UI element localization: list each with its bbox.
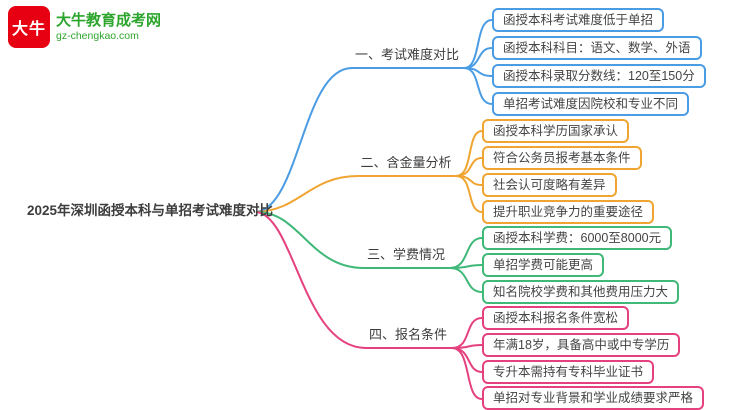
connector [451, 317, 483, 349]
branch-label-difficulty: 一、考试难度对比 [350, 46, 464, 69]
connector [449, 267, 483, 293]
mindmap-leaf: 函授本科学费：6000至8000元 [482, 226, 673, 250]
connector [463, 67, 493, 105]
mindmap-leaf: 单招学费可能更高 [482, 253, 605, 277]
mindmap-leaf: 函授本科考试难度低于单招 [492, 8, 665, 32]
mindmap-leaf: 函授本科学历国家承认 [482, 119, 630, 143]
branch-label-tuition: 三、学费情况 [362, 246, 450, 269]
connector [256, 211, 367, 349]
connector [451, 347, 483, 400]
mindmap-leaf: 单招考试难度因院校和专业不同 [492, 92, 690, 116]
mindmap-leaf: 单招对专业背景和学业成绩要求严格 [482, 386, 705, 410]
branch-label-value: 二、含金量分析 [356, 154, 456, 177]
central-topic: 2025年深圳函授本科与单招考试难度对比 [27, 203, 274, 218]
mindmap-leaf: 年满18岁，具备高中或中专学历 [482, 333, 681, 357]
logo-text: 大牛教育成考网 gz-chengkao.com [56, 12, 161, 41]
site-domain: gz-chengkao.com [56, 29, 139, 42]
connector [449, 237, 483, 269]
mindmap-leaf: 知名院校学费和其他费用压力大 [482, 280, 680, 304]
mindmap-leaf: 专升本需持有专科毕业证书 [482, 360, 655, 384]
mindmap-leaf: 函授本科录取分数线：120至150分 [492, 64, 706, 88]
branch-label-requirements: 四、报名条件 [364, 326, 452, 349]
connector [256, 211, 365, 269]
mindmap-leaf: 函授本科科目：语文、数学、外语 [492, 36, 702, 60]
site-logo[interactable]: 大牛 大牛教育成考网 gz-chengkao.com [8, 6, 161, 48]
mindmap-leaf: 函授本科报名条件宽松 [482, 306, 630, 330]
mindmap-leaf: 符合公务员报考基本条件 [482, 146, 642, 170]
logo-mark-icon: 大牛 [8, 6, 50, 48]
connector [463, 47, 493, 69]
connector [256, 67, 353, 213]
connector [455, 175, 483, 213]
mindmap-leaf: 提升职业竞争力的重要途径 [482, 200, 655, 224]
site-name: 大牛教育成考网 [56, 12, 162, 30]
connector [256, 175, 359, 213]
mindmap-leaf: 社会认可度略有差异 [482, 173, 617, 197]
